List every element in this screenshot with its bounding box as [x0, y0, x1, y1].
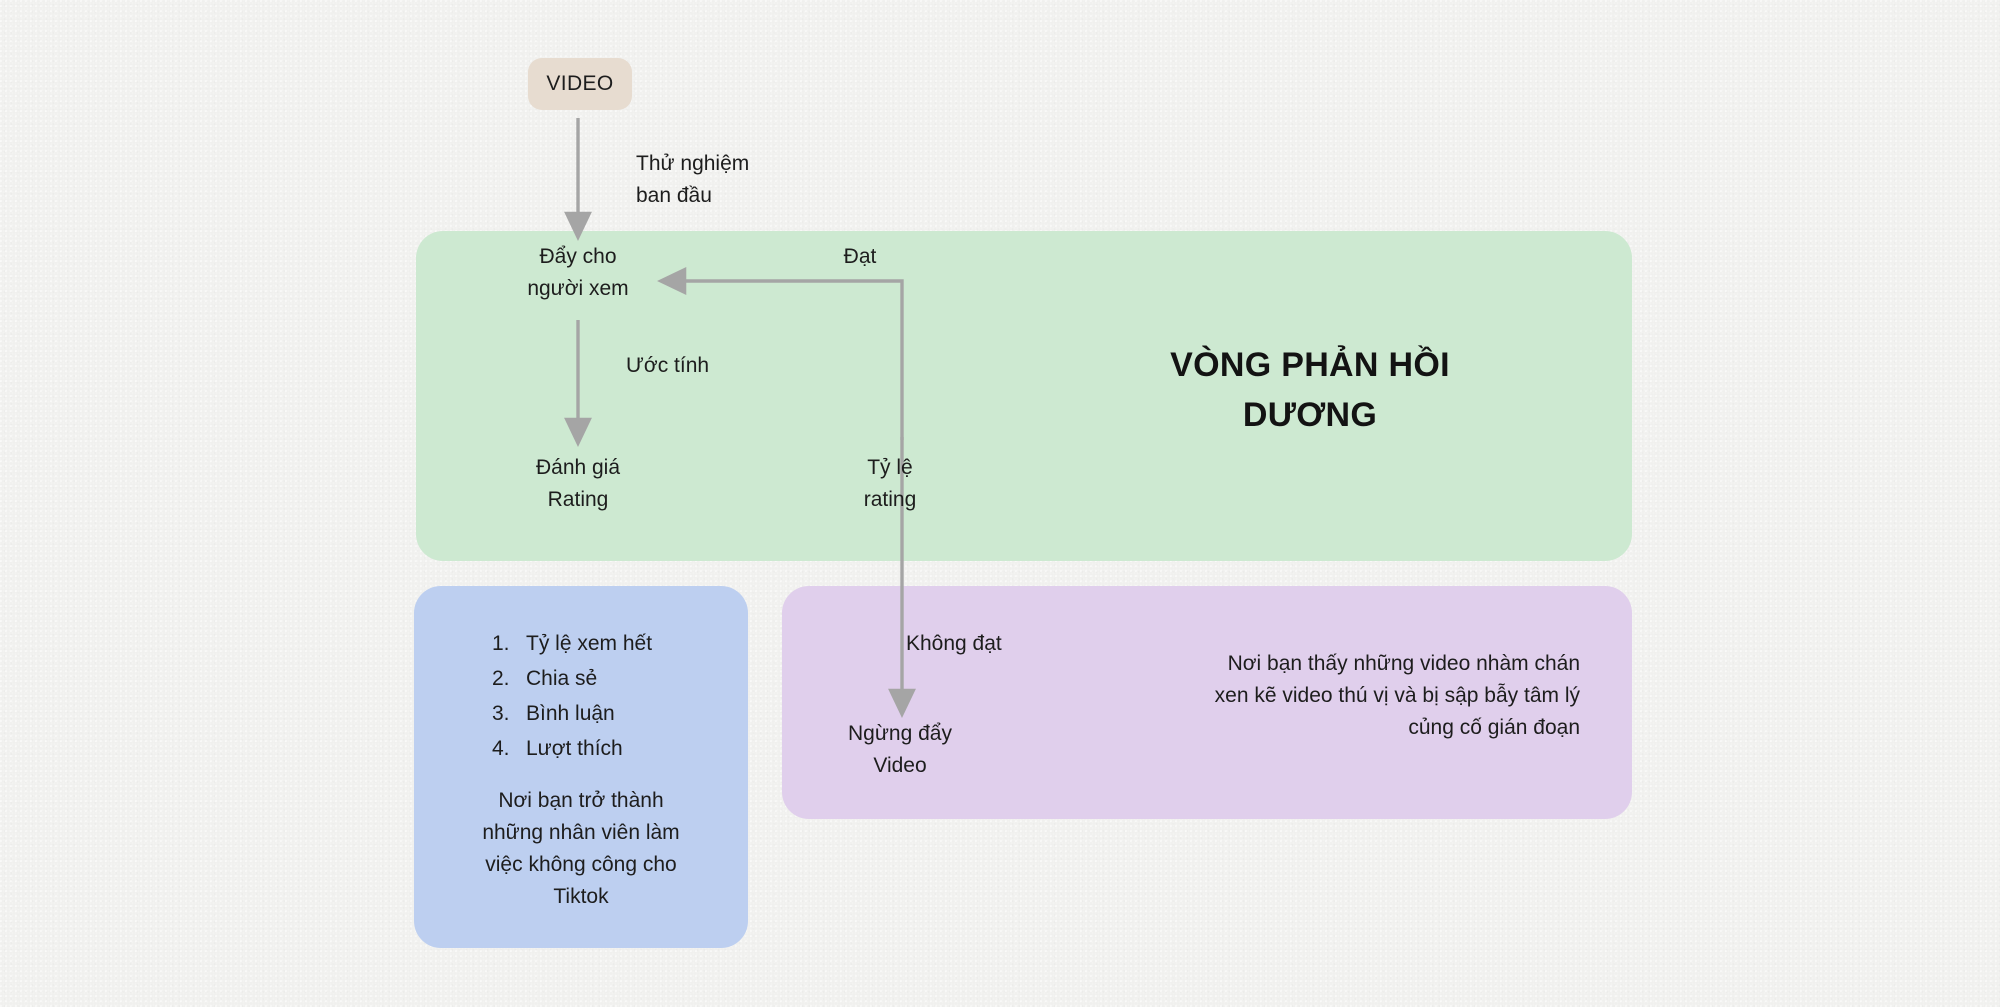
node-danh-gia-rating: Đánh giá Rating: [535, 456, 621, 511]
green-panel-positive-feedback-loop: [416, 231, 1632, 561]
blue-panel-metrics: [414, 586, 748, 948]
node-ngung-day-video: Ngừng đẩy Video: [848, 722, 952, 777]
node-video[interactable]: VIDEO: [528, 58, 632, 110]
edge-label-thu-nghiem-ban-dau: Thử nghiệm ban đầu: [636, 152, 750, 207]
edge-label-khong-dat: Không đạt: [906, 632, 1002, 655]
list-item: 3. Bình luận: [414, 696, 748, 731]
list-item-label: Chia sẻ: [526, 667, 598, 690]
node-day-cho-nguoi-xem: Đẩy cho người xem: [527, 245, 629, 300]
list-item-label: Lượt thích: [526, 737, 623, 760]
list-item: 1. Tỷ lệ xem hết: [414, 626, 748, 661]
purple-panel-consequence: [782, 586, 1632, 819]
purple-panel-caption: Nơi bạn thấy những video nhàm chán xen k…: [1214, 652, 1580, 739]
node-ty-le-rating: Tỷ lệ rating: [863, 456, 917, 511]
list-item-label: Bình luận: [526, 702, 615, 725]
list-item-number: 4.: [492, 737, 510, 760]
edge-label-uoc-tinh: Ước tính: [626, 354, 710, 377]
list-item-number: 1.: [492, 632, 510, 655]
blue-panel-list: 1. Tỷ lệ xem hết 2. Chia sẻ 3. Bình luận 4. Lượ…: [414, 626, 748, 766]
list-item-number: 3.: [492, 702, 510, 725]
list-item: 4. Lượt thích: [414, 731, 748, 766]
edge-label-dat: Đạt: [843, 245, 877, 268]
list-item-label: Tỷ lệ xem hết: [526, 632, 653, 655]
green-panel-title: VÒNG PHẢN HỒI DƯƠNG: [1170, 346, 1450, 434]
blue-panel-caption: Nơi bạn trở thành những nhân viên làm vi…: [482, 789, 680, 908]
list-item-number: 2.: [492, 667, 510, 690]
node-video-label: VIDEO: [546, 72, 614, 95]
list-item: 2. Chia sẻ: [414, 661, 748, 696]
